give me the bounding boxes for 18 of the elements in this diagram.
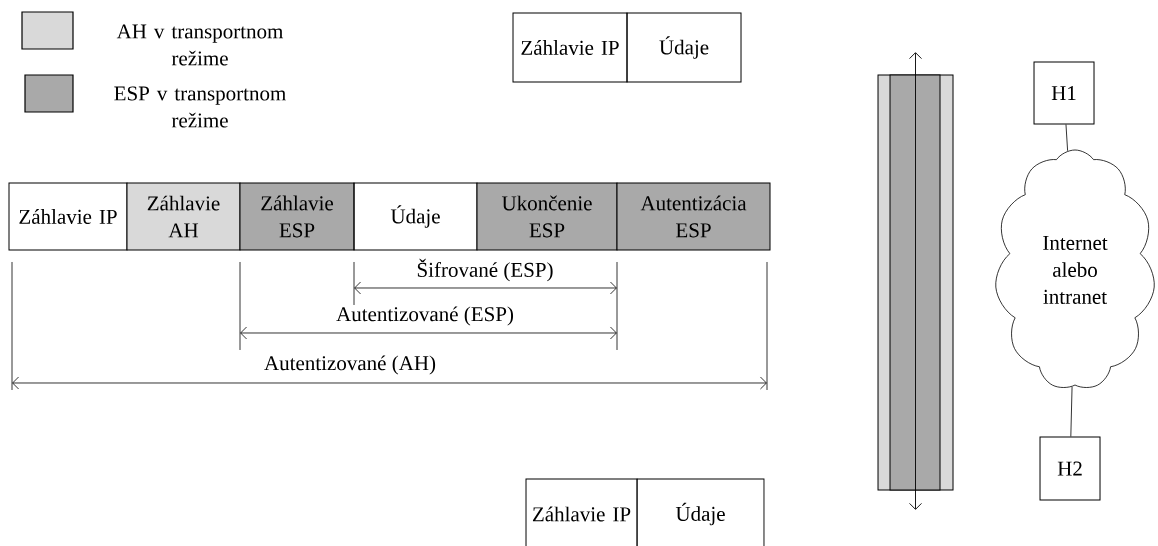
connector-line	[1070, 386, 1073, 437]
dimension-label: Šifrované (ESP)	[417, 258, 553, 282]
packet-field: Záhlavie IP	[525, 478, 638, 546]
packet-field: Údaje	[636, 478, 765, 546]
dimension-label: Autentizované (ESP)	[336, 306, 514, 326]
host-box: H2	[1039, 436, 1101, 501]
packet-field: Údaje	[626, 12, 742, 83]
packet-field: Záhlavie ESP	[239, 182, 355, 251]
dimension-label: Autentizované (AH)	[264, 355, 436, 375]
legend-text: AH v transportnom režime	[116, 24, 284, 66]
packet-field: Záhlavie AH	[126, 182, 241, 251]
connector-line	[1065, 124, 1068, 152]
packet-field: Záhlavie IP	[512, 12, 628, 83]
host-box: H1	[1033, 61, 1095, 125]
packet-field: Ukončenie ESP	[476, 182, 618, 251]
legend-text: ESP v transportnom režime	[114, 86, 286, 128]
packet-field: Autentizácia ESP	[616, 182, 771, 251]
tunnel-drawing	[877, 52, 954, 510]
